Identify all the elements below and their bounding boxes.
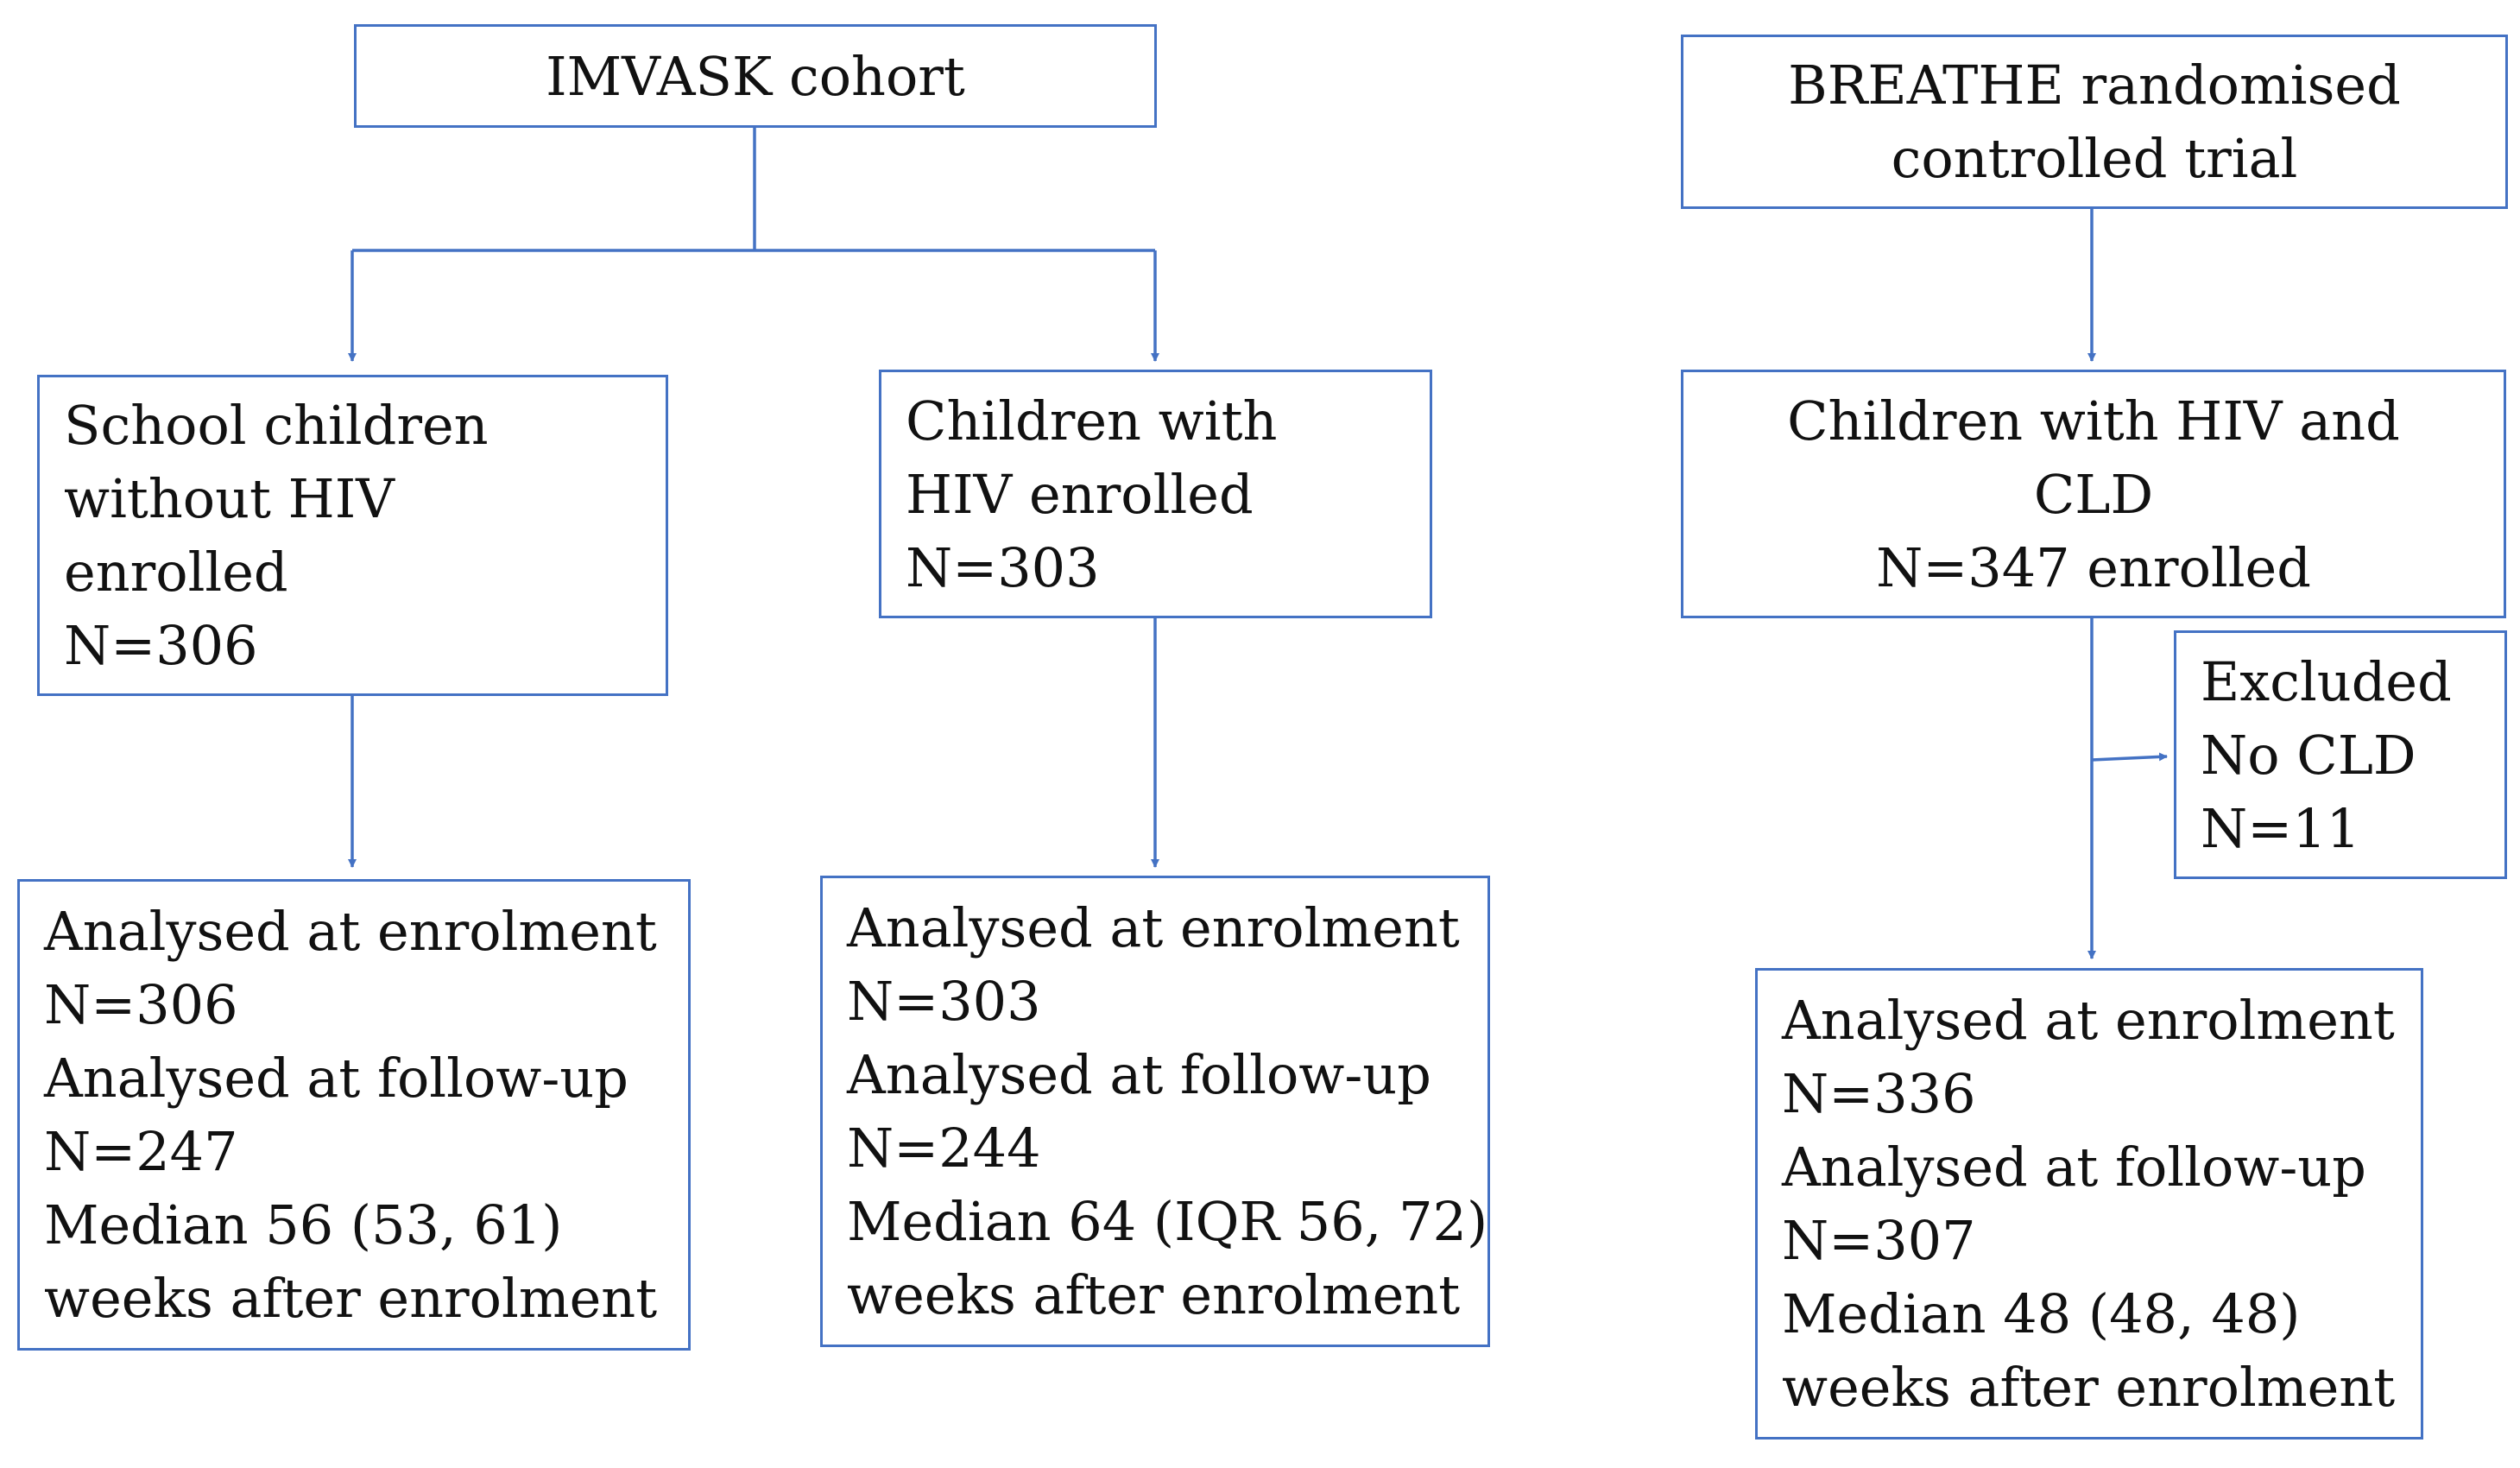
node-excluded-line-3: N=11	[2201, 796, 2361, 860]
node-analysed-breathe-line-2: N=336	[1782, 1062, 1976, 1125]
node-analysed-breathe-line-6: weeks after enrolment	[1782, 1356, 2396, 1419]
node-analysed-breathe-line-3: Analysed at follow-up	[1782, 1136, 2366, 1199]
node-children-hiv-cld-line-2: CLD	[2033, 462, 2154, 526]
node-school-children: School children without HIV enrolled N=3…	[37, 375, 668, 696]
arrow-to-excluded	[2091, 752, 2168, 762]
node-school-children-line-2: without HIV	[64, 467, 395, 530]
node-analysed-breathe-line-1: Analysed at enrolment	[1782, 989, 2395, 1052]
node-breathe-trial-line-2: controlled trial	[1891, 127, 2298, 190]
node-analysed-school-line-5: Median 56 (53, 61)	[44, 1193, 563, 1256]
node-analysed-breathe-line-4: N=307	[1782, 1209, 1976, 1272]
node-analysed-hiv-line-1: Analysed at enrolment	[847, 896, 1460, 959]
node-analysed-school-line-1: Analysed at enrolment	[44, 900, 657, 963]
node-school-children-line-4: N=306	[64, 614, 258, 677]
node-school-children-line-1: School children	[64, 394, 489, 457]
node-school-children-line-3: enrolled	[64, 541, 288, 604]
node-analysed-breathe: Analysed at enrolment N=336 Analysed at …	[1755, 968, 2423, 1440]
node-breathe-trial-line-1: BREATHE randomised	[1788, 54, 2401, 117]
node-imvask-cohort-line-1: IMVASK cohort	[546, 44, 965, 108]
node-analysed-school-line-6: weeks after enrolment	[44, 1267, 658, 1330]
node-breathe-trial: BREATHE randomised controlled trial	[1681, 35, 2508, 209]
node-children-hiv-line-3: N=303	[906, 535, 1100, 599]
node-analysed-hiv-line-4: N=244	[847, 1117, 1041, 1180]
node-excluded: Excluded No CLD N=11	[2174, 630, 2507, 879]
node-analysed-school: Analysed at enrolment N=306 Analysed at …	[17, 879, 691, 1351]
node-analysed-hiv-line-6: weeks after enrolment	[847, 1263, 1461, 1326]
node-analysed-hiv-line-2: N=303	[847, 970, 1041, 1033]
node-analysed-hiv-line-5: Median 64 (IQR 56, 72)	[847, 1190, 1488, 1253]
node-children-hiv: Children with HIV enrolled N=303	[879, 370, 1432, 618]
node-imvask-cohort: IMVASK cohort	[354, 24, 1157, 128]
node-analysed-school-line-2: N=306	[44, 973, 238, 1036]
connector-imvask-split	[352, 128, 1155, 252]
node-analysed-hiv-line-3: Analysed at follow-up	[847, 1043, 1431, 1106]
node-analysed-hiv: Analysed at enrolment N=303 Analysed at …	[820, 876, 1490, 1347]
node-children-hiv-cld: Children with HIV and CLD N=347 enrolled	[1681, 370, 2506, 618]
node-children-hiv-line-2: HIV enrolled	[906, 462, 1254, 526]
node-analysed-breathe-line-5: Median 48 (48, 48)	[1782, 1282, 2301, 1345]
node-excluded-line-1: Excluded	[2201, 649, 2452, 713]
node-children-hiv-cld-line-3: N=347 enrolled	[1876, 535, 2311, 599]
node-children-hiv-cld-line-1: Children with HIV and	[1787, 389, 2400, 452]
node-analysed-school-line-3: Analysed at follow-up	[44, 1047, 628, 1110]
node-excluded-line-2: No CLD	[2201, 723, 2416, 787]
node-analysed-school-line-4: N=247	[44, 1120, 238, 1183]
node-children-hiv-line-1: Children with	[906, 389, 1278, 452]
